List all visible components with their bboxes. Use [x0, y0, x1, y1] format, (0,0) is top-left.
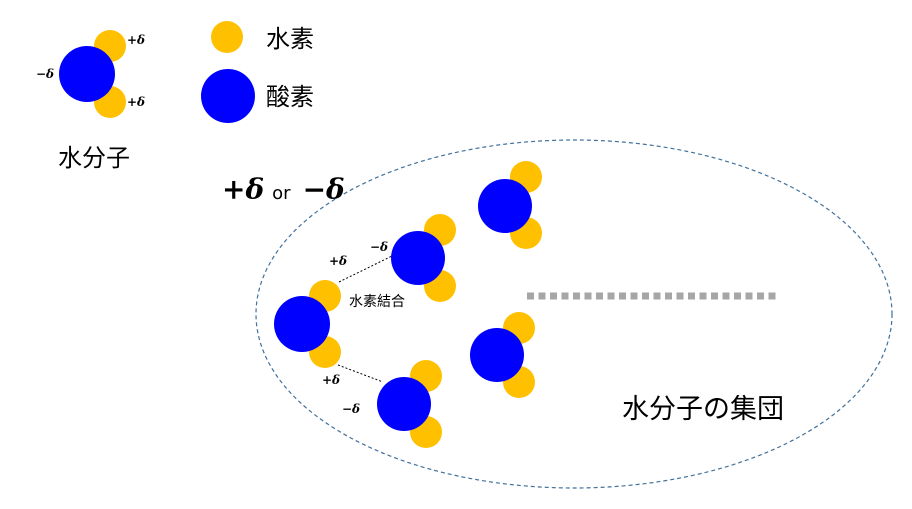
- charge-label-minus: −δ: [36, 67, 54, 81]
- oxygen-atom: [391, 231, 445, 285]
- hydrogen-bond-line: [338, 255, 393, 283]
- oxygen-atom: [274, 296, 330, 352]
- charge-note-minus: −δ: [303, 173, 345, 206]
- charge-label-minus: −δ: [370, 240, 388, 254]
- oxygen-atom: [59, 46, 115, 102]
- charge-label-plus: +δ: [127, 33, 145, 47]
- oxygen-atom: [478, 179, 532, 233]
- cluster-label: 水分子の集団: [622, 394, 784, 425]
- oxygen-atom: [470, 328, 524, 382]
- cluster-molecule-upper: [391, 214, 456, 302]
- legend-oxygen-swatch: [201, 69, 255, 123]
- charge-note-plus: +δ: [222, 173, 264, 206]
- charge-note-or: or: [272, 183, 291, 204]
- charge-label-plus: +δ: [322, 373, 340, 387]
- charge-label-plus: +δ: [127, 95, 145, 109]
- cluster-molecule-right: [470, 312, 535, 398]
- cluster-molecule-center: [274, 280, 341, 368]
- charge-label-minus: −δ: [342, 402, 360, 416]
- cluster-molecule-top-right: [478, 161, 542, 249]
- legend-hydrogen-label: 水素: [266, 25, 314, 53]
- single-water-molecule: [59, 30, 126, 118]
- legend-hydrogen-swatch: [211, 21, 243, 53]
- charge-note: +δ or −δ: [222, 173, 345, 206]
- charge-label-plus: +δ: [329, 254, 347, 268]
- hydrogen-bond-line: [337, 364, 384, 383]
- oxygen-atom: [377, 377, 431, 431]
- cluster-ellipse: [255, 139, 893, 489]
- legend-oxygen-label: 酸素: [266, 83, 314, 111]
- water-molecule-label: 水分子: [58, 144, 130, 172]
- cluster-molecule-lower: [377, 360, 442, 448]
- hydrogen-bond-label: 水素結合: [349, 294, 405, 310]
